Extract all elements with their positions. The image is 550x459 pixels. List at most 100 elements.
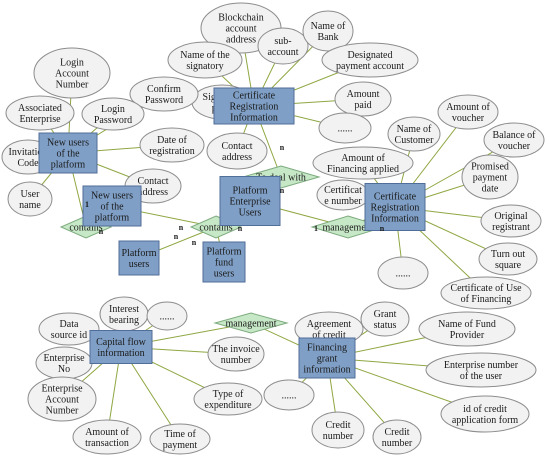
attribute-amount-of-financing-applied-label-line-1: Amount of: [341, 153, 385, 164]
entity-platform-fund-users-label-line-2: fund: [215, 258, 233, 269]
relationship-contains-left-label-line-1: contains: [69, 223, 102, 234]
attribute-shape: [372, 419, 422, 455]
entity-new-users-platform-left-label-line-3: platform: [51, 160, 86, 171]
attribute-name-of-signatory-label-line-2: signatory: [186, 61, 223, 72]
entity-certificate-registration-right-label-line-2: Registration: [371, 203, 420, 214]
attribute-credit-number-2-label-line-1: Credit: [385, 427, 410, 438]
entity-financing-grant-label-line-1: Financing: [307, 343, 347, 354]
attribute-shape: [257, 27, 309, 65]
attribute-contact-address-left-label-line-1: Contact: [137, 176, 168, 187]
attribute-data-source-id-label-line-1: Data: [60, 319, 79, 330]
cardinality-center-contains-b: n: [174, 232, 179, 241]
attribute-ellipsis-capital-label-line-1: ......: [160, 312, 175, 323]
attribute-date-of-registration-label-line-1: Date of: [157, 135, 187, 146]
entity-capital-flow-label-line-1: Capital flow: [96, 337, 146, 348]
attribute-shape: [311, 411, 365, 449]
attribute-associated-enterprise-label-line-2: Enterprise: [19, 114, 61, 125]
entity-new-users-platform-center-label-line-3: platform: [95, 213, 130, 224]
attribute-shape: [27, 376, 97, 422]
attribute-ellipsis-capital: ......: [146, 301, 188, 331]
attribute-login-password-label-line-1: Login: [101, 104, 125, 115]
attribute-login-account-number-label-line-1: Login: [60, 58, 84, 69]
attribute-user-name-label-line-2: name: [19, 200, 41, 211]
attribute-shape: [129, 76, 199, 112]
attribute-amount-paid-label-line-2: paid: [354, 100, 371, 111]
attribute-shape: [263, 379, 315, 411]
attribute-certificate-number-label-line-2: e number: [324, 196, 362, 207]
entity-capital-flow-label-line-2: information: [97, 348, 144, 359]
attribute-ellipsis-financing-label-line-1: ......: [282, 391, 297, 402]
attribute-name-of-customer-label-line-2: Customer: [395, 135, 435, 146]
entity-shape: [364, 183, 426, 231]
attribute-login-account-number-label-line-2: Account: [55, 69, 89, 80]
attribute-grant-status-label-line-1: Grant: [374, 309, 397, 320]
attribute-amount-paid-label-line-1: Amount: [347, 89, 380, 100]
attribute-grant-status-label-line-2: status: [374, 320, 397, 331]
attribute-interest-bearing-label-line-2: bearing: [109, 315, 139, 326]
attribute-certificate-of-use-of-financing-label-line-1: Certificate of Use: [450, 283, 522, 294]
attribute-shape: [387, 116, 441, 152]
attribute-balance-of-voucher-label-line-2: voucher: [498, 141, 531, 152]
attribute-enterprise-number-of-user-label-line-2: of the user: [460, 371, 503, 382]
attribute-shape: [207, 336, 265, 372]
attribute-name-of-bank-label-line-2: Bank: [317, 32, 338, 43]
attribute-enterprise-account-number-label-line-1: Enterprise: [41, 384, 83, 395]
attribute-sub-account: sub-account: [257, 27, 309, 65]
attribute-interest-bearing-label-line-1: Interest: [109, 304, 139, 315]
attribute-designated-payment-account-label-line-2: payment account: [336, 61, 404, 72]
attribute-shape: [461, 154, 519, 200]
attribute-date-of-registration-label-line-2: registration: [149, 146, 195, 157]
attribute-shape: [33, 47, 111, 99]
relationship-shape: [213, 312, 289, 334]
attribute-contact-address-top-label-line-1: Contact: [221, 141, 252, 152]
cardinality-management-cert-right: n: [380, 224, 385, 233]
attribute-enterprise-number-of-user-label-line-1: Enterprise number: [444, 360, 519, 371]
cardinality-left-contains-center: n: [99, 227, 104, 236]
entity-certificate-registration-label-line-1: Certificate: [233, 91, 276, 102]
attribute-shape: [206, 132, 268, 170]
attribute-name-of-fund-provider-label-line-1: Name of Fund: [438, 319, 496, 330]
attribute-original-registrant-label-line-1: Original: [494, 211, 528, 222]
attribute-shape: [425, 352, 537, 388]
attribute-shape: [5, 95, 75, 131]
entity-platform-users-label-line-1: Platform: [122, 248, 157, 259]
attribute-data-source-id-label-line-2: source id: [51, 330, 87, 341]
cardinality-center-contains-c: n: [192, 238, 197, 247]
attribute-blockchain-account-address-label-line-1: Blockchain: [218, 13, 264, 24]
attribute-name-of-signatory-label-line-1: Name of the: [180, 50, 230, 61]
attribute-contact-address-top-label-line-2: address: [222, 152, 252, 163]
entity-new-users-platform-left-label-line-2: of the: [56, 149, 80, 160]
cardinality-cert-top-to-deal: n: [280, 143, 285, 152]
attribute-name-of-bank-label-line-1: Name of: [311, 21, 346, 32]
cardinality-platform-management: 1: [314, 224, 318, 233]
attribute-name-of-fund-provider-label-line-2: Provider: [450, 330, 485, 341]
attribute-shape: [440, 276, 532, 310]
attribute-credit-number-1-label-line-2: number: [323, 431, 354, 442]
attribute-certificate-number: Certificate number: [316, 179, 370, 211]
entity-shape: [219, 176, 281, 226]
attribute-shape: [302, 10, 354, 52]
relationship-to-deal-with-label-line-1: To deal with: [256, 173, 306, 184]
attribute-type-of-expenditure-label-line-1: Type of: [213, 389, 244, 400]
attribute-sub-account-label-line-2: account: [267, 47, 298, 58]
attribute-invitation-code-label-line-2: Code: [17, 158, 39, 169]
attribute-amount-of-voucher-label-line-1: Amount of: [446, 102, 490, 113]
entity-financing-grant-label-line-2: grant: [317, 354, 338, 365]
attribute-amount-of-transaction-label-line-2: transaction: [85, 438, 129, 449]
entity-certificate-registration-label-line-2: Registration: [230, 102, 279, 113]
